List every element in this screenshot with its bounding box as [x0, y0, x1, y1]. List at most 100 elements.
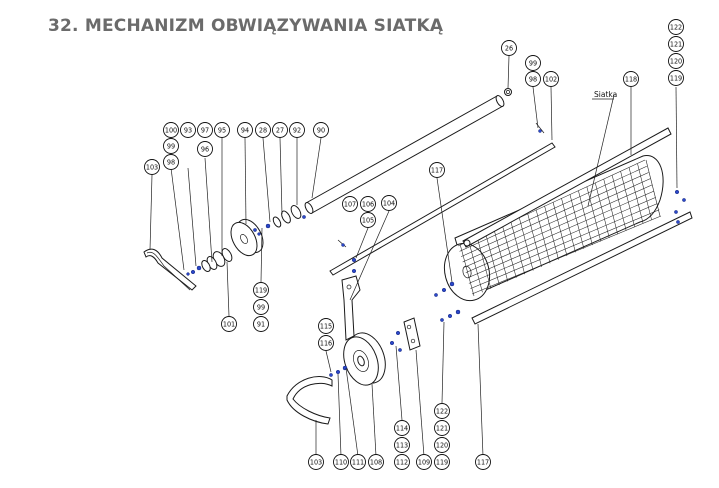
svg-text:92: 92 [293, 126, 301, 135]
mesh-line [502, 224, 517, 278]
callout-105: 105 [360, 212, 376, 228]
callout-99: 99 [525, 55, 541, 71]
svg-text:110: 110 [335, 458, 347, 467]
svg-text:120: 120 [436, 441, 448, 450]
svg-text:27: 27 [276, 126, 284, 135]
svg-text:121: 121 [670, 40, 682, 49]
svg-text:111: 111 [352, 458, 364, 467]
svg-text:98: 98 [167, 158, 175, 167]
left-bearing-stack [186, 248, 233, 276]
svg-text:119: 119 [670, 74, 682, 83]
callout-99: 99 [163, 138, 179, 154]
callout-27: 27 [272, 122, 288, 138]
callout-92: 92 [289, 122, 305, 138]
callout-95: 95 [214, 122, 230, 138]
svg-text:105: 105 [362, 216, 374, 225]
mesh-line [465, 190, 654, 273]
mesh-line [485, 232, 500, 286]
svg-text:113: 113 [396, 441, 408, 450]
page-title: 32. MECHANIZM OBWIĄZYWANIA SIATKĄ [48, 16, 444, 36]
bracket-plate [389, 317, 421, 352]
callout-111: 111 [350, 454, 366, 470]
svg-text:122: 122 [670, 23, 682, 32]
mesh-line [544, 205, 559, 260]
svg-text:102: 102 [545, 75, 557, 84]
callout-102: 102 [543, 71, 559, 87]
callout-99: 99 [253, 299, 269, 315]
mesh-roll [443, 127, 693, 325]
mesh-line [586, 186, 602, 242]
svg-text:107: 107 [344, 200, 356, 209]
lever-arm [341, 275, 361, 341]
roll-fasteners [434, 189, 686, 322]
mesh-line [535, 209, 551, 264]
callout-94: 94 [237, 122, 253, 138]
mesh-line [518, 217, 534, 271]
callout-116: 116 [318, 335, 334, 351]
svg-text:112: 112 [396, 458, 408, 467]
callout-112: 112 [394, 454, 410, 470]
svg-text:122: 122 [436, 407, 448, 416]
callout-97: 97 [197, 122, 213, 138]
svg-text:101: 101 [223, 320, 235, 329]
callout-120: 120 [668, 53, 684, 69]
shaft-end-bearings [265, 205, 306, 229]
svg-text:93: 93 [184, 126, 192, 135]
callout-122: 122 [668, 19, 684, 35]
mesh-line [569, 194, 585, 249]
mesh-line [462, 178, 651, 263]
svg-text:119: 119 [255, 286, 267, 295]
mesh-line [527, 213, 542, 267]
mesh-line [552, 201, 568, 257]
screw-105 [337, 239, 357, 274]
callout-28: 28 [255, 122, 271, 138]
callout-119: 119 [668, 70, 684, 86]
mesh-line [464, 184, 653, 268]
svg-text:90: 90 [317, 126, 325, 135]
callout-104: 104 [381, 195, 397, 211]
svg-text:96: 96 [201, 145, 209, 154]
lower-pulley [329, 332, 386, 386]
mesh-line [637, 163, 652, 220]
mesh-grid [457, 159, 662, 297]
callout-100: 100 [163, 122, 179, 138]
svg-text:91: 91 [257, 320, 265, 329]
mesh-line [460, 172, 649, 257]
svg-text:99: 99 [257, 303, 265, 312]
callout-98: 98 [525, 71, 541, 87]
svg-text:97: 97 [201, 126, 209, 135]
svg-text:117: 117 [477, 458, 489, 467]
callout-103: 103 [144, 159, 160, 175]
upper-shaft [304, 88, 512, 214]
lower-c-spring [286, 376, 333, 425]
mesh-line [467, 197, 656, 279]
svg-text:95: 95 [218, 126, 226, 135]
mesh-line [468, 240, 483, 293]
svg-text:119: 119 [436, 458, 448, 467]
mesh-line [595, 182, 610, 238]
mesh-line [470, 209, 660, 289]
mesh-line [603, 179, 618, 235]
mesh-line [459, 243, 475, 297]
mesh-line [645, 159, 661, 217]
mesh-line [578, 190, 593, 246]
mesh-line [459, 165, 647, 252]
callout-115: 115 [318, 318, 334, 334]
svg-text:98: 98 [529, 75, 537, 84]
callout-110: 110 [333, 454, 349, 470]
callout-109: 109 [416, 454, 432, 470]
svg-text:99: 99 [529, 59, 537, 68]
callout-98: 98 [163, 154, 179, 170]
callout-93: 93 [180, 122, 196, 138]
callout-103: 103 [308, 454, 324, 470]
svg-text:28: 28 [259, 126, 267, 135]
callout-117: 117 [475, 454, 491, 470]
callout-108: 108 [368, 454, 384, 470]
svg-text:121: 121 [436, 424, 448, 433]
svg-text:114: 114 [396, 424, 408, 433]
svg-text:103: 103 [310, 458, 322, 467]
left-u-spring [143, 248, 197, 291]
svg-text:99: 99 [167, 142, 175, 151]
svg-text:116: 116 [320, 339, 332, 348]
